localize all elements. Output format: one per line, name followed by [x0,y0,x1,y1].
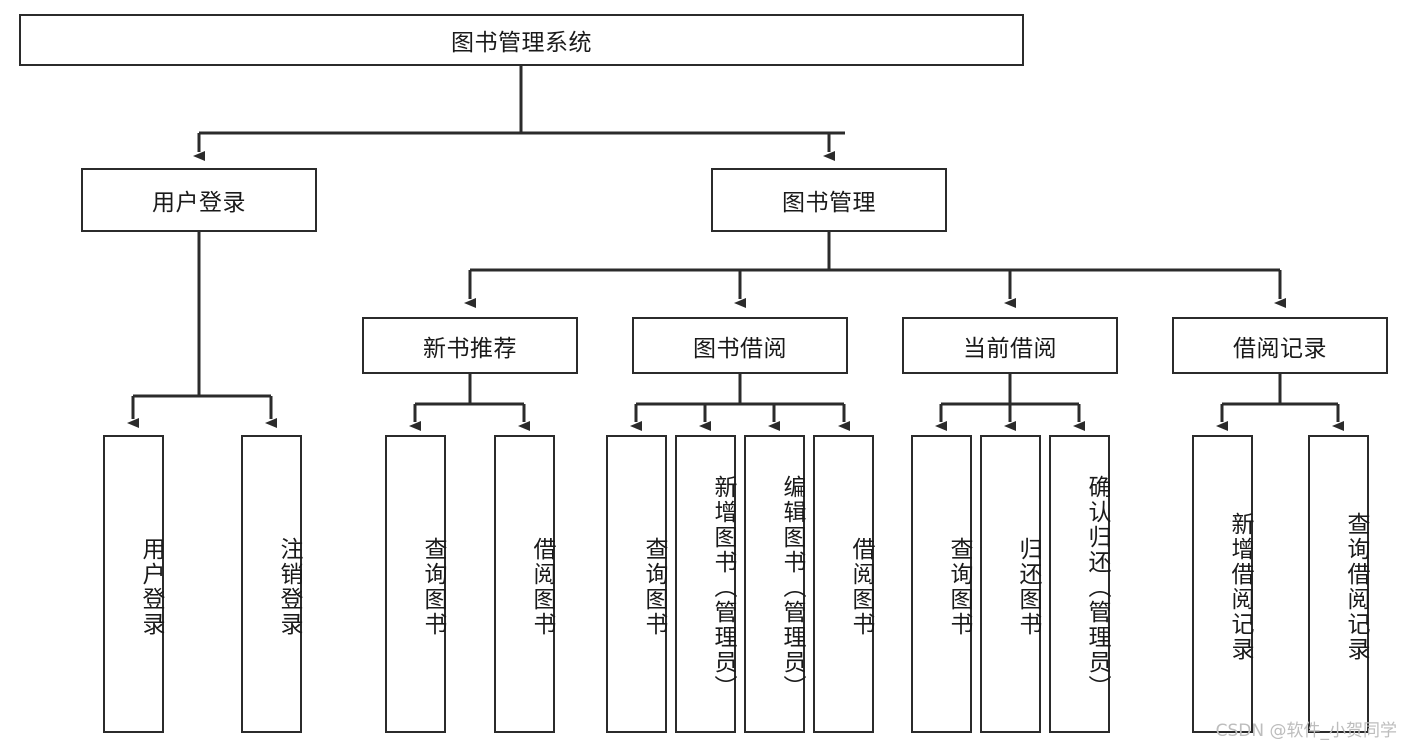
node-label: 编辑图书（管理员） [779,474,805,700]
leaf-query-borrow-record[interactable]: 查询借阅记录 [1308,435,1369,733]
node-label: 新增借阅记录 [1227,512,1253,662]
node-label: 查询图书 [641,537,667,637]
leaf-logout[interactable]: 注销登录 [241,435,302,733]
node-label: 查询借阅记录 [1343,512,1369,662]
leaf-add-book-admin[interactable]: 新增图书（管理员） [675,435,736,733]
node-label: 归还图书 [1015,537,1041,637]
node-label: 查询图书 [420,537,446,637]
leaf-borrow-book-newbook[interactable]: 借阅图书 [494,435,555,733]
leaf-edit-book-admin[interactable]: 编辑图书（管理员） [744,435,805,733]
node-current-borrow[interactable]: 当前借阅 [902,317,1118,374]
csdn-watermark: CSDN @软件_小贺同学 [1215,721,1397,741]
node-label: 图书借阅 [693,335,787,362]
node-label: 查询图书 [946,537,972,637]
node-label: 图书管理系统 [451,30,592,56]
leaf-query-book-borrow[interactable]: 查询图书 [606,435,667,733]
node-label: 借阅记录 [1233,335,1327,362]
node-new-book-recommend[interactable]: 新书推荐 [362,317,578,374]
node-label: 新书推荐 [423,335,517,362]
node-book-borrow[interactable]: 图书借阅 [632,317,848,374]
leaf-query-book-newbook[interactable]: 查询图书 [385,435,446,733]
node-label: 借阅图书 [848,537,874,637]
node-label: 新增图书（管理员） [710,474,736,700]
leaf-lend-book[interactable]: 借阅图书 [813,435,874,733]
node-root-book-management-system[interactable]: 图书管理系统 [19,14,1024,66]
node-user-login[interactable]: 用户登录 [81,168,317,232]
node-label: 借阅图书 [529,537,555,637]
leaf-query-book-current[interactable]: 查询图书 [911,435,972,733]
leaf-return-book[interactable]: 归还图书 [980,435,1041,733]
node-label: 确认归还（管理员） [1084,474,1110,700]
leaf-user-login[interactable]: 用户登录 [103,435,164,733]
node-book-management[interactable]: 图书管理 [711,168,947,232]
node-label: 图书管理 [782,190,876,216]
leaf-add-borrow-record[interactable]: 新增借阅记录 [1192,435,1253,733]
node-borrow-records[interactable]: 借阅记录 [1172,317,1388,374]
node-label: 注销登录 [276,537,302,637]
node-label: 当前借阅 [963,335,1057,362]
node-label: 用户登录 [138,537,164,637]
node-label: 用户登录 [152,190,246,216]
leaf-confirm-return-admin[interactable]: 确认归还（管理员） [1049,435,1110,733]
